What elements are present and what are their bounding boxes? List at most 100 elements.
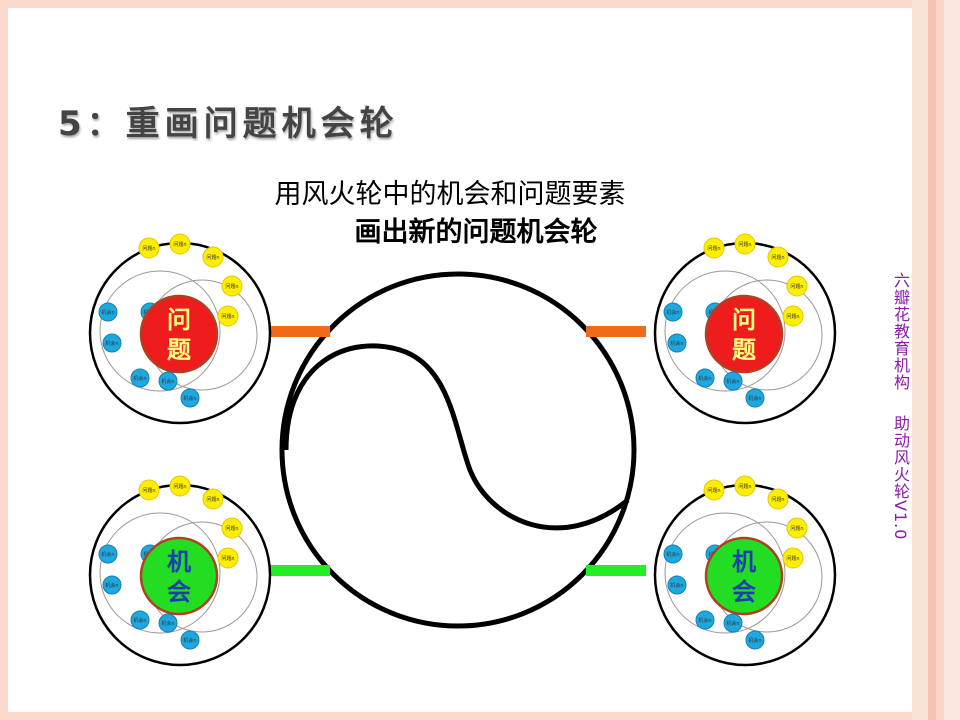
central-wheel-outer-circle: [279, 271, 637, 629]
opportunity-element-dot-label: 机会n: [101, 551, 114, 558]
subtitle-line-2: 画出新的问题机会轮: [354, 217, 598, 248]
central-wheel-s-curve: [283, 343, 630, 531]
problem-element-dot-label: 问题n: [738, 241, 751, 248]
opportunity-element-dot: [158, 371, 178, 391]
problem-element-dot: [217, 305, 239, 327]
problem-element-dot: [782, 547, 804, 569]
opportunity-element-dot: [180, 630, 200, 650]
opportunity-element-dot: [130, 610, 150, 630]
opportunity-wheel-bottom-right-label: 机 会: [724, 547, 764, 607]
opportunity-element-dot-label: 机会n: [748, 395, 761, 402]
opportunity-element-dot-label: 机会n: [666, 309, 679, 316]
frame-right-stripe: [912, 0, 928, 720]
frame-right-stripe: [944, 0, 960, 720]
problem-element-dot: [169, 233, 191, 255]
opportunity-element-dot-label: 机会n: [161, 620, 174, 627]
side-caption-org: 六瓣花教育机构: [891, 272, 910, 391]
problem-element-dot: [734, 233, 756, 255]
problem-element-dot-label: 问题n: [790, 283, 803, 290]
opportunity-label-char-1: 机: [167, 548, 191, 576]
problem-element-dot: [786, 517, 808, 539]
frame-left-border: [0, 0, 8, 720]
opportunity-element-dot-label: 机会n: [161, 378, 174, 385]
opportunity-element-dot: [98, 544, 118, 564]
problem-element-dot-label: 问题n: [142, 245, 155, 252]
problem-element-dot: [221, 275, 243, 297]
opportunity-element-dot-label: 机会n: [726, 378, 739, 385]
opportunity-element-dot-label: 机会n: [670, 582, 683, 589]
opportunity-element-dot: [723, 613, 743, 633]
opportunity-element-dot: [723, 371, 743, 391]
problem-wheel-top-left-label: 问 题: [159, 305, 199, 365]
problem-element-dot-label: 问题n: [173, 483, 186, 490]
problem-element-dot: [217, 547, 239, 569]
problem-element-dot-label: 问题n: [206, 496, 219, 503]
problem-wheel-top-right-label: 问 题: [724, 305, 764, 365]
central-wheel: [279, 271, 637, 629]
problem-label-char-2: 题: [167, 336, 191, 364]
wheel-inner-ring-left: [664, 270, 786, 392]
frame-top-border: [0, 0, 960, 8]
problem-element-dot-label: 问题n: [790, 525, 803, 532]
opportunity-element-dot: [667, 575, 687, 595]
problem-element-dot: [138, 479, 160, 501]
opportunity-element-dot: [130, 368, 150, 388]
problem-element-dot: [202, 246, 224, 268]
opportunity-element-dot-label: 机会n: [726, 620, 739, 627]
problem-element-dot: [782, 305, 804, 327]
opportunity-element-dot-label: 机会n: [698, 375, 711, 382]
problem-element-dot-label: 问题n: [738, 483, 751, 490]
problem-connector-right: [586, 326, 646, 337]
opportunity-element-dot-label: 机会n: [183, 395, 196, 402]
problem-element-dot-label: 问题n: [221, 313, 234, 320]
opportunity-element-dot-label: 机会n: [133, 617, 146, 624]
opportunity-element-dot-label: 机会n: [670, 340, 683, 347]
opportunity-element-dot: [98, 302, 118, 322]
problem-center-circle: [704, 294, 784, 374]
problem-element-dot: [703, 237, 725, 259]
problem-center-circle: [139, 294, 219, 374]
opportunity-label-char-2: 会: [167, 578, 191, 606]
problem-label-char-1: 问: [732, 306, 756, 334]
opportunity-label-char-2: 会: [732, 578, 756, 606]
opportunity-element-dot-label: 机会n: [748, 637, 761, 644]
opportunity-element-dot: [102, 575, 122, 595]
problem-element-dot-label: 问题n: [771, 254, 784, 261]
opportunity-wheel-bottom-left-label: 机 会: [159, 547, 199, 607]
opportunity-element-dot: [663, 302, 683, 322]
problem-element-dot-label: 问题n: [707, 245, 720, 252]
problem-label-char-2: 题: [732, 336, 756, 364]
opportunity-wheel-bottom-left: 问题n问题n问题n问题n问题n机会n机会n机会n机会n机会n机会n: [88, 475, 272, 667]
problem-element-dot-label: 问题n: [225, 525, 238, 532]
problem-element-dot-label: 问题n: [173, 241, 186, 248]
problem-element-dot: [138, 237, 160, 259]
side-caption: 六瓣花教育机构 助动风火轮V1.0: [888, 272, 912, 540]
problem-element-dot: [767, 488, 789, 510]
problem-element-dot-label: 问题n: [206, 254, 219, 261]
opportunity-element-dot: [745, 630, 765, 650]
problem-element-dot: [703, 479, 725, 501]
problem-element-dot-label: 问题n: [142, 487, 155, 494]
opportunity-label-char-1: 机: [732, 548, 756, 576]
problem-element-dot: [202, 488, 224, 510]
wheel-inner-ring-left: [664, 512, 786, 634]
side-caption-version: 助动风火轮V1.0: [891, 415, 910, 541]
problem-element-dot-label: 问题n: [786, 313, 799, 320]
problem-element-dot: [786, 275, 808, 297]
opportunity-connector-right: [586, 565, 646, 576]
frame-bottom-border: [0, 712, 960, 720]
opportunity-element-dot-label: 机会n: [183, 637, 196, 644]
problem-element-dot-label: 问题n: [786, 555, 799, 562]
problem-element-dot-label: 问题n: [221, 555, 234, 562]
opportunity-element-dot: [745, 388, 765, 408]
problem-element-dot-label: 问题n: [225, 283, 238, 290]
opportunity-element-dot: [667, 333, 687, 353]
opportunity-element-dot: [663, 544, 683, 564]
problem-element-dot: [767, 246, 789, 268]
subtitle-line-1: 用风火轮中的机会和问题要素: [274, 179, 626, 210]
slide-title: 5：重画问题机会轮: [58, 104, 399, 144]
frame-right-stripe: [936, 0, 944, 720]
opportunity-center-circle: [139, 536, 219, 616]
problem-element-dot: [734, 475, 756, 497]
